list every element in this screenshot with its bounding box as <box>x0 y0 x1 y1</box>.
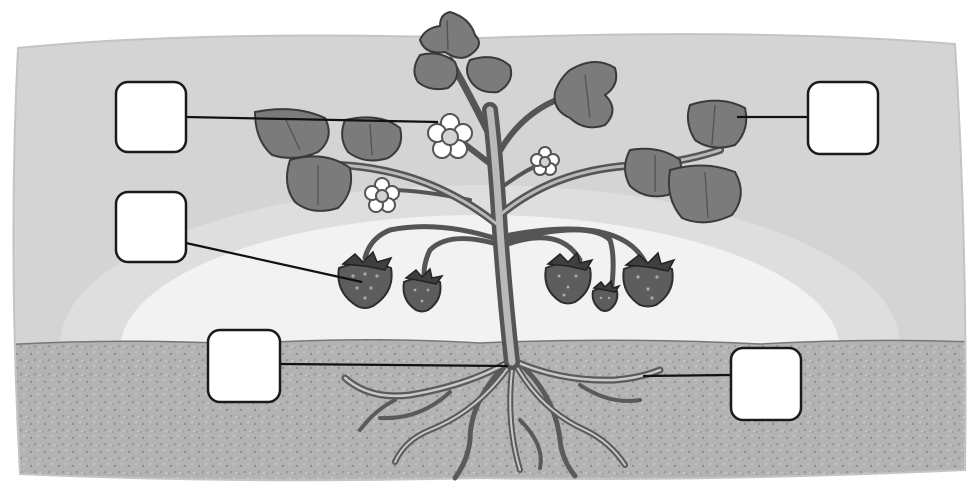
leaf-top-left <box>414 54 457 90</box>
label-box-fruit[interactable] <box>116 192 186 262</box>
label-box-stem[interactable] <box>208 330 280 402</box>
leader-line-roots <box>643 375 731 376</box>
leaf-lower-left <box>287 156 351 210</box>
leaf-top <box>420 12 479 58</box>
label-box-leaf[interactable] <box>808 82 878 154</box>
leaf-right-top <box>688 101 746 148</box>
label-box-flower[interactable] <box>116 82 186 152</box>
label-box-roots[interactable] <box>731 348 801 420</box>
soil-ground <box>0 340 974 489</box>
